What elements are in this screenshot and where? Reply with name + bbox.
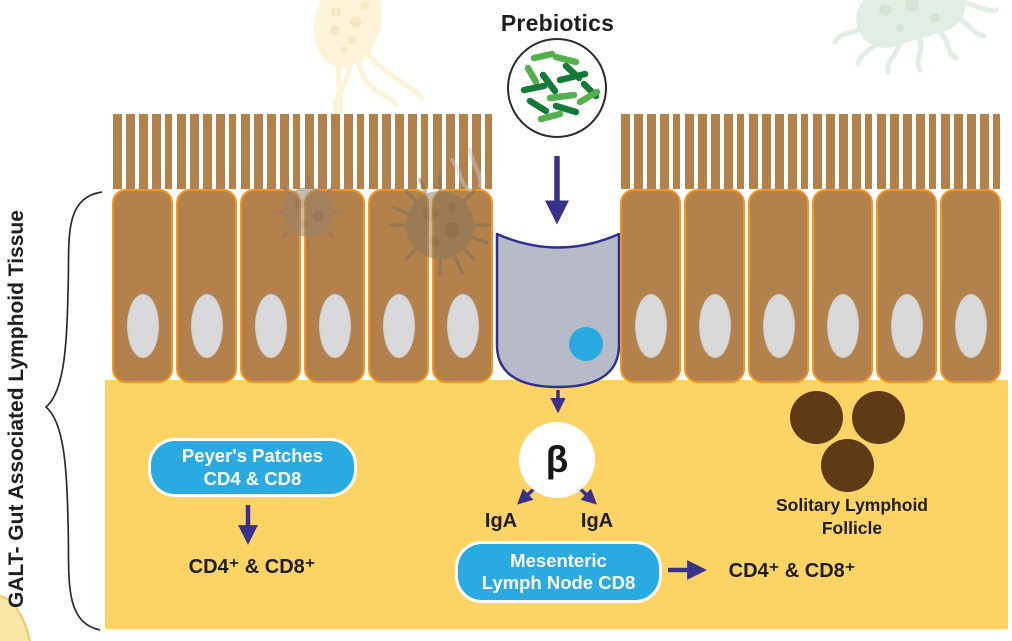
epithelial-cell (112, 189, 173, 383)
pale-green-bacterium-icon (832, 0, 999, 75)
microvilli-icon (433, 114, 492, 189)
epithelial-cell (176, 189, 237, 383)
microvilli-icon (749, 114, 808, 189)
pale-yellow-bacterium-icon (314, 0, 425, 118)
prebiotic-particle-icon (569, 327, 603, 361)
lymphoid-follicle-circle (852, 391, 905, 444)
iga-label-left: IgA (484, 510, 518, 532)
cell-nucleus (447, 294, 479, 358)
mesenteric-line2: Lymph Node CD8 (481, 572, 636, 593)
galt-brace-icon (44, 191, 103, 631)
microvilli-icon (369, 114, 428, 189)
corner-decoration (0, 595, 31, 641)
cell-nucleus (191, 294, 223, 358)
microvilli-icon (177, 114, 236, 189)
microvilli-icon (813, 114, 872, 189)
cd-label-right-of-mesenteric: CD4⁺ & CD8⁺ (728, 560, 856, 582)
cell-nucleus (255, 294, 287, 358)
microvilli-icon (113, 114, 172, 189)
peyers-patches-line2: CD4 & CD8 (203, 467, 302, 489)
microvilli-icon (241, 114, 300, 189)
cell-nucleus (699, 294, 731, 358)
cd-label-under-peyers: CD4⁺ & CD8⁺ (188, 556, 316, 578)
epithelial-cell (304, 189, 365, 383)
faint-virus-particle-icon (272, 176, 344, 248)
cell-nucleus (763, 294, 795, 358)
epithelial-cell (812, 189, 873, 383)
cell-nucleus (827, 294, 859, 358)
epithelial-cell (240, 189, 301, 383)
mesenteric-lymph-node: Mesenteric Lymph Node CD8 (455, 541, 662, 603)
solitary-follicle-line1: Solitary Lymphoid (775, 495, 928, 515)
microvilli-icon (877, 114, 936, 189)
microvilli-icon (305, 114, 364, 189)
epithelial-cell (432, 189, 493, 383)
cell-nucleus (383, 294, 415, 358)
epithelial-cell (748, 189, 809, 383)
solitary-follicle-label: Solitary Lymphoid Follicle (762, 494, 942, 540)
peyers-patches-node: Peyer's Patches CD4 & CD8 (148, 438, 357, 497)
iga-label-right: IgA (580, 510, 614, 532)
mesenteric-line1: Mesenteric (510, 549, 607, 571)
cell-nucleus (127, 294, 159, 358)
epithelial-cell (620, 189, 681, 383)
microvilli-icon (941, 114, 1000, 189)
microvilli-icon (685, 114, 744, 189)
cell-nucleus (635, 294, 667, 358)
cell-nucleus (319, 294, 351, 358)
faint-virus-particle-icon (389, 148, 491, 276)
lymphoid-follicle-circle (790, 391, 843, 444)
cell-nucleus (955, 294, 987, 358)
beta-symbol: β (545, 439, 569, 480)
epithelial-cell (940, 189, 1001, 383)
galt-side-label: GALT- Gut Associated Lymphoid Tissue (5, 210, 28, 608)
peyers-patches-line1: Peyer's Patches (181, 445, 324, 467)
lymphoid-follicle-circle (821, 439, 874, 492)
cell-nucleus (891, 294, 923, 358)
solitary-follicle-line2: Follicle (821, 517, 883, 538)
beta-cell-node: β (519, 422, 595, 498)
epithelial-cell (876, 189, 937, 383)
epithelial-cell (684, 189, 745, 383)
microvilli-icon (621, 114, 680, 189)
circle-of-green-rod-bacteria-icon (507, 38, 607, 138)
diagram-title: Prebiotics (500, 10, 615, 36)
